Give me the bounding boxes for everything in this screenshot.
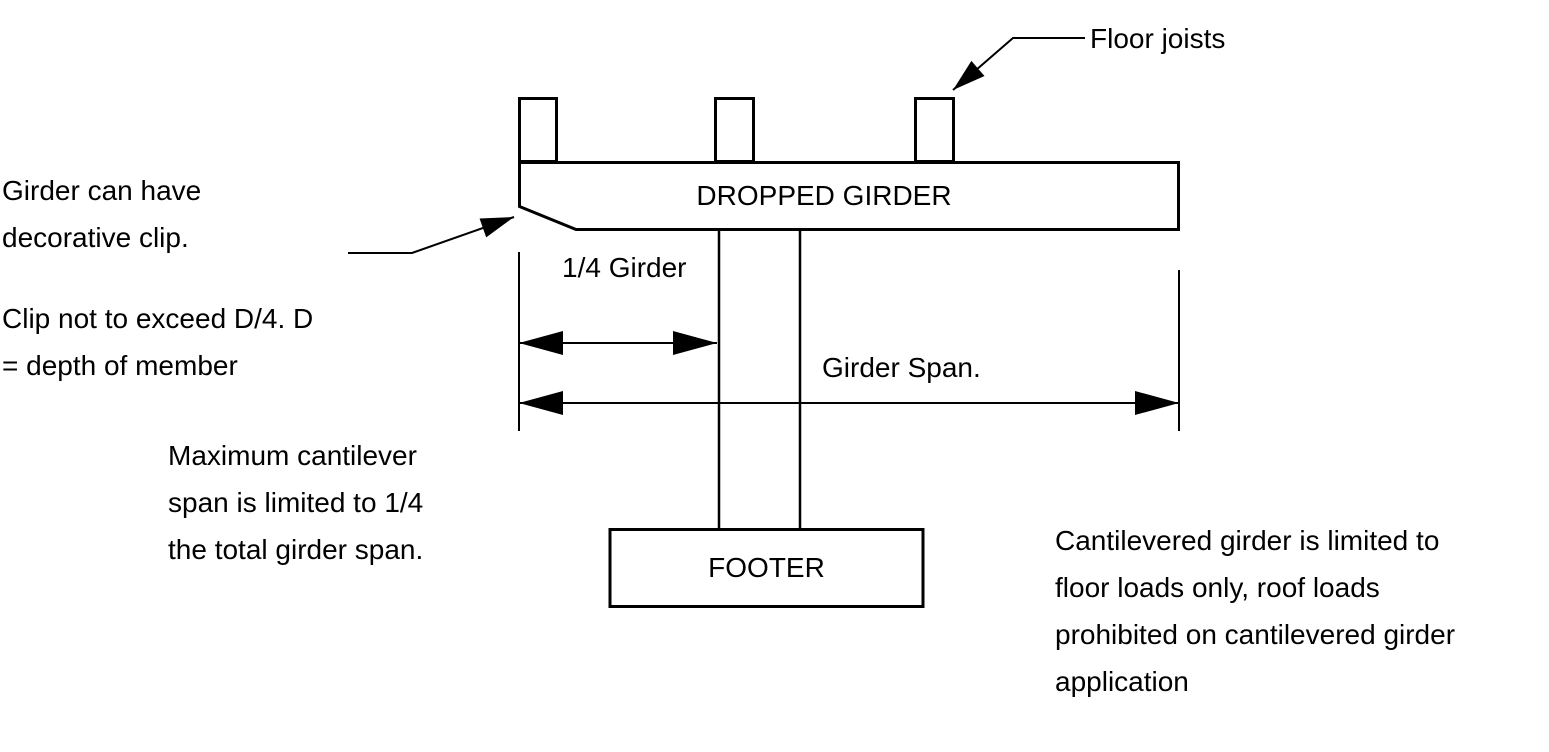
footer-label: FOOTER xyxy=(708,551,825,583)
clip-note-line-1: Girder can have xyxy=(2,175,202,206)
cantilever-note-line-2: span is limited to 1/4 xyxy=(168,487,424,518)
footer-outline xyxy=(608,528,925,608)
clip-limit-note: Clip not to exceed D/4. D = depth of mem… xyxy=(2,295,313,389)
loads-note-line-1: Cantilevered girder is limited to xyxy=(1055,525,1440,556)
floor-joist-3 xyxy=(914,97,955,163)
floor-joist-1 xyxy=(518,97,558,163)
loads-note-line-4: application xyxy=(1055,666,1189,697)
cantilever-note-line-1: Maximum cantilever xyxy=(168,440,417,471)
clip-note: Girder can have decorative clip. xyxy=(2,167,201,261)
clip-limit-note-line-1: Clip not to exceed D/4. D xyxy=(2,303,314,334)
clip-leader-arrow xyxy=(348,216,515,254)
loads-note-line-2: floor loads only, roof loads xyxy=(1055,572,1380,603)
girder-span-label: Girder Span. xyxy=(822,352,981,383)
floor-joists-label: Floor joists xyxy=(1090,23,1226,54)
clip-limit-note-line-2: = depth of member xyxy=(2,350,238,381)
loads-note-line-3: prohibited on cantilevered girder xyxy=(1055,619,1456,650)
cantilever-note-line-3: the total girder span. xyxy=(168,534,424,565)
quarter-girder-label: 1/4 Girder xyxy=(562,252,687,283)
loads-note: Cantilevered girder is limited to floor … xyxy=(1055,517,1455,705)
floor-joists-leader-arrow xyxy=(952,37,1085,91)
cantilever-note: Maximum cantilever span is limited to 1/… xyxy=(168,432,423,573)
dropped-girder-outline xyxy=(518,161,1180,231)
floor-joist-2 xyxy=(714,97,755,163)
clip-note-line-2: decorative clip. xyxy=(2,222,189,253)
dropped-girder-label: DROPPED GIRDER xyxy=(696,179,952,211)
